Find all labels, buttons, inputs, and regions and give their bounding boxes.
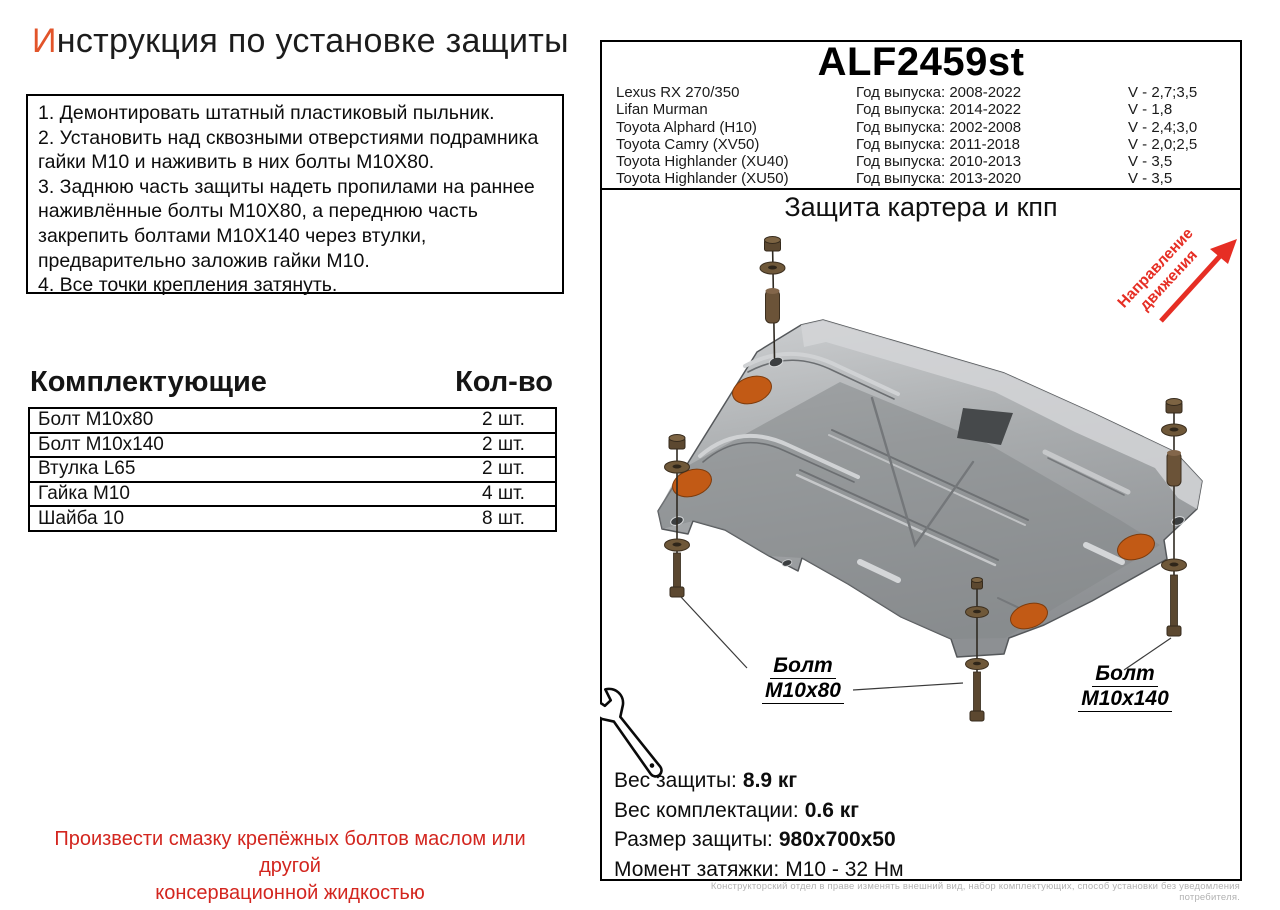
mounting-pad-icons [672,375,1155,630]
bolt-label-size: М10х140 [1078,687,1172,712]
table-row: Шайба 10 8 шт. [30,507,555,530]
lubrication-warning: Произвести смазку крепёжных болтов масло… [30,826,550,907]
part-name: Болт М10х80 [38,409,154,431]
list-item: Toyota Alphard (H10) Год выпуска: 2002-2… [616,119,1232,136]
bolt-assembly-center [965,577,989,722]
list-item: Toyota Highlander (XU50) Год выпуска: 20… [616,170,1232,187]
direction-arrow-icon [1159,239,1237,323]
parts-header-qty: Кол-во [455,366,553,398]
bolt-assembly-rear [759,236,786,359]
vehicle-name: Toyota Highlander (XU40) [616,153,789,171]
table-row: Гайка М10 4 шт. [30,483,555,508]
part-name: Болт М10х140 [38,433,164,455]
instruction-line: 4. Все точки крепления затянуть. [38,274,338,297]
instruction-line: 2. Установить над сквозными отверстиями … [38,126,539,149]
instruction-line: наживлённые болты М10Х80, а переднюю час… [38,200,478,223]
instruction-line: закрепить болтами М10Х140 через втулки, [38,224,427,247]
spec-label: Вес защиты: [614,769,737,792]
part-qty: 4 шт. [482,483,525,505]
table-row: Болт М10х80 2 шт. [30,409,555,434]
spec-label: Вес комплектации: [614,798,799,822]
vehicle-name: Toyota Camry (XV50) [616,135,760,153]
installation-instructions-box: 1. Демонтировать штатный пластиковый пыл… [26,94,564,296]
part-qty: 8 шт. [482,507,525,529]
vehicle-years: Год выпуска: 2014-2022 [856,101,1022,119]
page-title-rest: нструкция по установке защиты [56,22,569,60]
spec-line: Вес защиты:8.9 кг [614,766,904,796]
spec-value: 980х700х50 [778,828,896,851]
direction-text: Направление движения [1114,225,1201,314]
wrench-icon [600,687,663,778]
spec-value: 0.6 кг [804,798,859,822]
spec-value: М10 - 32 Нм [785,857,904,881]
vehicle-name: Lifan Murman [616,101,708,119]
part-name: Шайба 10 [38,507,125,529]
bolt-label-word: Болт [1092,662,1158,687]
spec-line: Размер защиты:980х700х50 [614,825,904,855]
vehicle-compatibility-section: ALF2459st Lexus RX 270/350 Год выпуска: … [602,40,1240,190]
vehicle-engine: V - 2,7;3,5 [1128,84,1198,101]
vehicle-list: Lexus RX 270/350 Год выпуска: 2008-2022 … [616,84,1232,188]
list-item: Toyota Camry (XV50) Год выпуска: 2011-20… [616,136,1232,153]
vehicle-name: Toyota Highlander (XU50) [616,170,789,188]
bolt-assembly-left [664,434,690,598]
spec-label: Момент затяжки: [614,857,780,881]
vehicle-years: Год выпуска: 2010-2013 [856,153,1022,171]
plate-body [657,319,1203,658]
vehicle-engine: V - 2,4;3,0 [1128,118,1198,136]
parts-table: Болт М10х80 2 шт. Болт М10х140 2 шт. Вту… [28,407,557,532]
vehicle-engine: V - 2,0;2,5 [1128,135,1198,153]
leader-lines [680,596,1172,691]
vehicle-engine: V - 3,5 [1128,170,1173,188]
spec-value: 8.9 кг [742,769,798,792]
page-title-accent-letter: И [32,22,57,60]
parts-header-title: Комплектующие [30,366,267,398]
vehicle-name: Lexus RX 270/350 [616,84,740,101]
list-item: Toyota Highlander (XU40) Год выпуска: 20… [616,153,1232,170]
vehicle-years: Год выпуска: 2013-2020 [856,170,1022,188]
instruction-line: предварительно заложив гайки М10. [38,249,370,272]
instruction-line: гайки М10 и наживить в них болты М10Х80. [38,151,435,174]
list-item: Lexus RX 270/350 Год выпуска: 2008-2022 … [616,84,1232,101]
part-qty: 2 шт. [482,409,525,431]
specs-block: Вес защиты:8.9 кг Вес комплектации:0.6 к… [614,766,904,884]
vehicle-years: Год выпуска: 2008-2022 [856,84,1022,101]
bolt-m10x140-label: Болт М10х140 [1062,662,1188,712]
vehicle-name: Toyota Alphard (H10) [616,118,757,136]
list-item: Lifan Murman Год выпуска: 2014-2022 V - … [616,101,1232,118]
part-qty: 2 шт. [482,433,525,455]
skid-plate-illustration: Направление движения [600,225,1237,778]
product-code: ALF2459st [817,40,1025,84]
bolt-m10x80-label: Болт М10х80 [740,654,866,704]
product-panel: ALF2459st Lexus RX 270/350 Год выпуска: … [600,40,1242,881]
table-row: Болт М10х140 2 шт. [30,434,555,459]
vehicle-years: Год выпуска: 2011-2018 [856,135,1020,153]
diagram-title: Защита картера и кпп [784,192,1058,222]
part-name: Втулка L65 [38,458,136,480]
parts-header: Комплектующие Кол-во [30,366,553,399]
warning-line: Произвести смазку крепёжных болтов масло… [54,828,526,877]
page-title: Инструкция по установке защиты [32,22,569,61]
instruction-line: 1. Демонтировать штатный пластиковый пыл… [38,102,495,124]
vehicle-years: Год выпуска: 2002-2008 [856,118,1022,136]
part-name: Гайка М10 [38,483,130,505]
bolt-label-size: М10х80 [762,679,844,704]
part-qty: 2 шт. [482,458,525,480]
bolt-assembly-right [1161,398,1187,637]
instruction-line: 3. Заднюю часть защиты надеть пропилами … [38,175,535,198]
spec-line: Момент затяжки:М10 - 32 Нм [614,855,904,885]
manufacturer-disclaimer: Конструкторский отдел в праве изменять в… [710,881,1240,903]
spec-label: Размер защиты: [614,828,773,851]
warning-line: консервационной жидкостью [155,882,425,904]
spec-line: Вес комплектации:0.6 кг [614,796,904,826]
vehicle-engine: V - 3,5 [1128,153,1173,171]
vehicle-engine: V - 1,8 [1128,101,1173,119]
table-row: Втулка L65 2 шт. [30,458,555,483]
bolt-label-word: Болт [770,654,836,679]
